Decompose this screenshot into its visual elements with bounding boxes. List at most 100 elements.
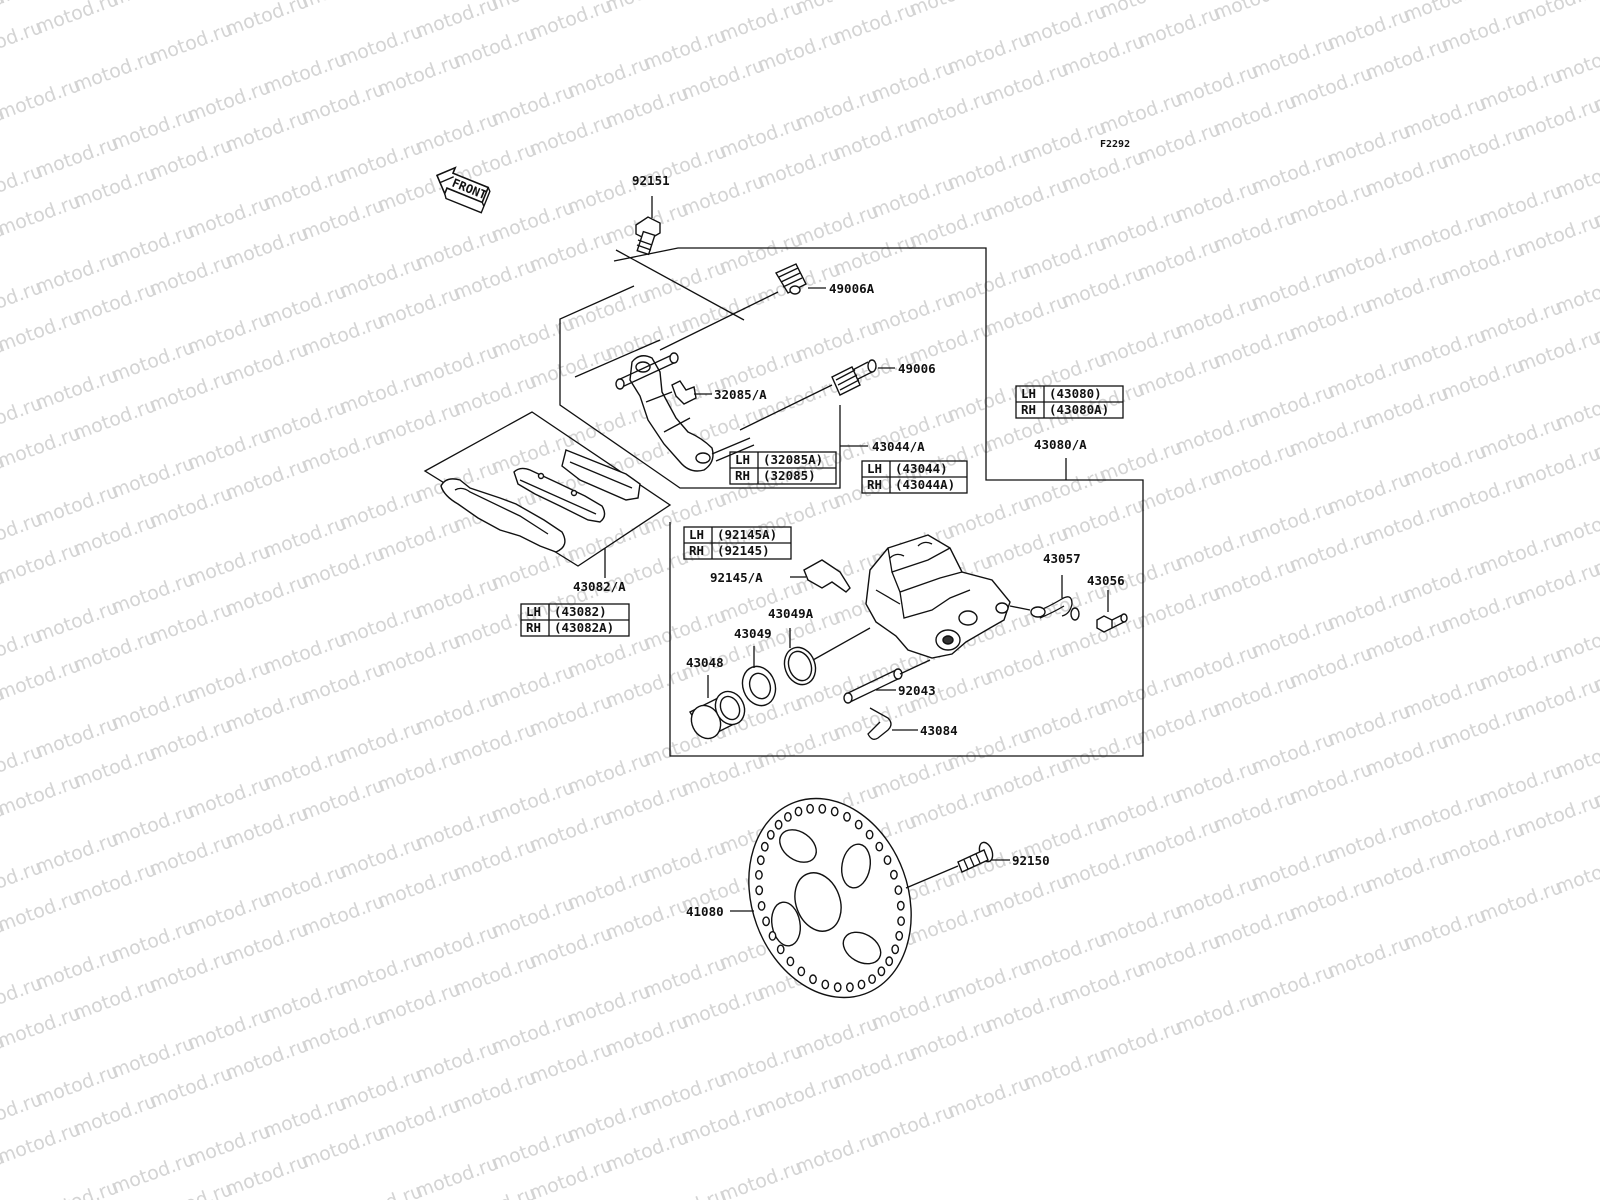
watermark-text: motod.ru <box>1248 380 1337 430</box>
svg-text:(43044A): (43044A) <box>895 477 955 492</box>
watermark-text: motod.ru <box>1476 64 1565 114</box>
watermark-text: motod.ru <box>526 110 615 160</box>
watermark-text: motod.ru <box>1248 612 1337 662</box>
watermark-text: motod.ru <box>1324 120 1413 170</box>
watermark-text: motod.ru <box>488 892 577 942</box>
assembly-frame-43080 <box>613 247 1144 757</box>
watermark-text: motod.ru <box>336 484 425 534</box>
watermark-text: motod.ru <box>70 46 159 96</box>
watermark-text: motod.ru <box>1286 526 1375 576</box>
watermark-text: motod.ru <box>412 804 501 854</box>
watermark-text: motod.ru <box>146 830 235 880</box>
watermark-text: motod.ru <box>1476 412 1565 462</box>
watermark-text: motod.ru <box>298 310 387 360</box>
svg-text:(32085): (32085) <box>763 468 816 483</box>
watermark-text: motod.ru <box>488 660 577 710</box>
caliper-bracket-43044 <box>629 355 714 472</box>
watermark-text: motod.ru <box>336 716 425 766</box>
watermark-text: motod.ru <box>488 1008 577 1058</box>
disc-hole <box>821 979 830 990</box>
watermark-text: motod.ru <box>374 398 463 448</box>
watermark-text: motod.ru <box>260 628 349 678</box>
watermark-text: motod.ru <box>184 192 273 242</box>
watermark-text: motod.ru <box>754 722 843 772</box>
watermark-text: motod.ru <box>450 834 539 884</box>
watermark-text: motod.ru <box>792 1128 881 1178</box>
svg-text:RH: RH <box>689 543 704 558</box>
watermark-text: motod.ru <box>526 342 615 392</box>
watermark-text: motod.ru <box>1476 760 1565 810</box>
disc-hole <box>843 811 851 822</box>
disc-hole <box>877 966 886 977</box>
watermark-text: motod.ru <box>0 886 84 936</box>
guide-pin-left <box>615 352 679 390</box>
watermark-text: motod.ru <box>374 1094 463 1144</box>
svg-text:(43082A): (43082A) <box>554 620 614 635</box>
watermark-text: motod.ru <box>222 106 311 156</box>
watermark-text: motod.ru <box>1248 844 1337 894</box>
watermark-text: motod.ru <box>0 422 84 472</box>
disc-hole <box>885 956 894 967</box>
watermark-text: motod.ru <box>222 338 311 388</box>
callout-43057: 43057 <box>1043 551 1081 566</box>
disc-vent-holes <box>755 803 905 993</box>
watermark-text: motod.ru <box>678 54 767 104</box>
watermark-text: motod.ru <box>70 974 159 1024</box>
watermark-text: motod.ru <box>1400 324 1489 374</box>
watermark-text: motod.ru <box>1286 294 1375 344</box>
watermark-text: motod.ru <box>678 982 767 1032</box>
watermark-text: motod.ru <box>412 224 501 274</box>
disc-hole <box>797 966 806 977</box>
watermark-text: motod.ru <box>1058 30 1147 80</box>
watermark-text: motod.ru <box>1286 874 1375 924</box>
watermark-text: motod.ru <box>260 976 349 1026</box>
watermark-text: motod.ru <box>1476 528 1565 578</box>
table-92145: LH RH (92145A) (92145) <box>683 526 792 560</box>
watermark-text: motod.ru <box>184 1004 273 1054</box>
watermark-text: motod.ru <box>1096 436 1185 486</box>
disc-hole <box>895 930 904 941</box>
leader-92151-bracket <box>615 249 745 321</box>
watermark-text: motod.ru <box>298 658 387 708</box>
bracket-frame-43044 <box>559 285 841 489</box>
callout-92150: 92150 <box>1012 853 1050 868</box>
watermark-text: motod.ru <box>1286 410 1375 460</box>
watermark-text: motod.ru <box>70 1090 159 1140</box>
watermark-text: motod.ru <box>260 164 349 214</box>
watermark-text: motod.ru <box>108 0 197 11</box>
disc-hole <box>768 931 777 941</box>
callout-92145A: 92145/A <box>710 570 763 585</box>
watermark-text: motod.ru <box>1058 842 1147 892</box>
watermark-text: motod.ru <box>1020 232 1109 282</box>
watermark-text: motod.ru <box>1172 408 1261 458</box>
watermark-text: motod.ru <box>1438 122 1527 172</box>
watermark-text: motod.ru <box>526 0 615 45</box>
watermark-text: motod.ru <box>146 482 235 532</box>
watermark-text: motod.ru <box>412 688 501 738</box>
watermark-text: motod.ru <box>830 694 919 744</box>
watermark-text: motod.ru <box>146 1062 235 1112</box>
watermark-text: motod.ru <box>830 230 919 280</box>
watermark-text: motod.ru <box>982 638 1071 688</box>
watermark-text: motod.ru <box>678 286 767 336</box>
watermark-text: motod.ru <box>488 196 577 246</box>
watermark-text: motod.ru <box>222 686 311 736</box>
watermark-text: motod.ru <box>944 28 1033 78</box>
svg-text:RH: RH <box>735 468 750 483</box>
watermark-text: motod.ru <box>1438 702 1527 752</box>
svg-text:RH: RH <box>1021 402 1036 417</box>
watermark-text: motod.ru <box>526 1038 615 1088</box>
disc-hole <box>897 916 905 926</box>
watermark-text: motod.ru <box>146 18 235 68</box>
table-32085: LH RH (32085A) (32085) <box>729 451 837 485</box>
watermark-text: motod.ru <box>564 52 653 102</box>
watermark-text: motod.ru <box>1210 0 1299 25</box>
watermark-text: motod.ru <box>602 1126 691 1176</box>
callout-43049: 43049 <box>734 626 772 641</box>
brake-pad-outer <box>440 478 566 553</box>
svg-text:RH: RH <box>867 477 882 492</box>
watermark-text: motod.ru <box>222 454 311 504</box>
seal-43049A <box>783 646 817 686</box>
svg-text:LH: LH <box>689 527 704 542</box>
watermark-text: motod.ru <box>0 306 84 356</box>
